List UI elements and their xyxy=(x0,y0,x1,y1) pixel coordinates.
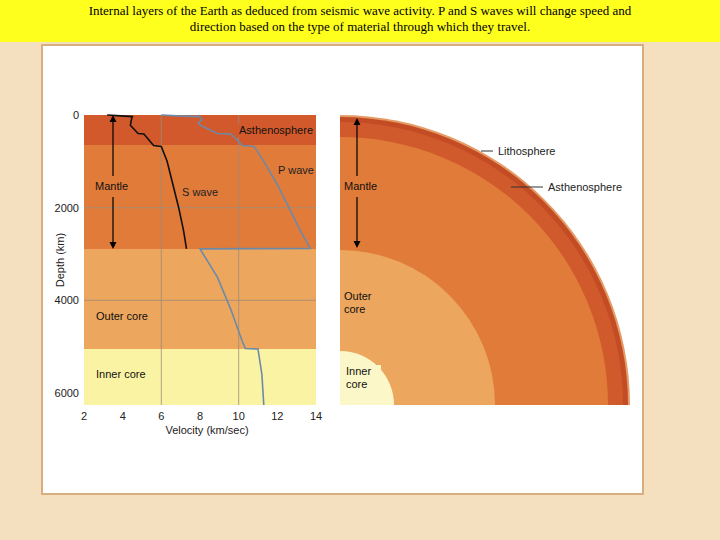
earth-layer: Inner core xyxy=(340,351,394,405)
p-wave-curve xyxy=(161,115,310,405)
layer-name: Asthenosphere xyxy=(238,124,314,137)
axis-tick: 12 xyxy=(270,410,284,423)
asthenosphere-ring xyxy=(340,122,623,405)
axis-tick: 6000 xyxy=(54,387,80,400)
layer-fill xyxy=(340,351,394,405)
layer-name: Inner core xyxy=(95,368,147,381)
axis-tick: 2 xyxy=(80,410,88,423)
axis-title: Velocity (km/sec) xyxy=(164,424,249,437)
axis-tick: 0 xyxy=(72,109,80,122)
layer-name: Mantle xyxy=(94,180,129,193)
layer-band: Outer core xyxy=(84,249,316,349)
axis-tick: 2000 xyxy=(54,202,80,215)
title-banner: Internal layers of the Earth as deduced … xyxy=(0,0,720,42)
page-title: Internal layers of the Earth as deduced … xyxy=(65,0,655,35)
axis-tick: 6 xyxy=(157,410,165,423)
axis-title: Depth (km) xyxy=(54,232,67,288)
s-wave-curve xyxy=(107,115,186,249)
layer-name: Outer core xyxy=(343,290,385,316)
earth-layer: Outer coreInner core xyxy=(340,250,495,405)
mantle-range-arrow xyxy=(112,121,113,243)
axis-tick: 4 xyxy=(119,410,127,423)
curve-label: S wave xyxy=(181,186,219,199)
crust-rim xyxy=(340,115,630,405)
axis-tick: 8 xyxy=(196,410,204,423)
mantle-range-arrow xyxy=(356,124,357,242)
layer-name: Mantle xyxy=(343,180,378,193)
arrow-head xyxy=(354,118,361,248)
layer-fill xyxy=(340,250,495,405)
callout-label: Lithosphere xyxy=(497,145,557,158)
layer-name: Outer core xyxy=(95,310,149,323)
layer-band: Inner core xyxy=(84,349,316,405)
axis-tick: 4000 xyxy=(54,294,80,307)
layer-name: Inner core xyxy=(345,365,381,391)
axis-tick: 14 xyxy=(309,410,323,423)
lithosphere-ring xyxy=(340,117,628,405)
axis-tick: 10 xyxy=(232,410,246,423)
earth-layer: MantleOuter coreInner core xyxy=(340,137,608,405)
curve-label: P wave xyxy=(277,164,315,177)
layer-band: Asthenosphere xyxy=(84,115,316,145)
callout-label: Asthenosphere xyxy=(547,181,623,194)
grid-line xyxy=(84,115,316,405)
arrow-head xyxy=(110,115,117,249)
layer-fill xyxy=(340,137,608,405)
